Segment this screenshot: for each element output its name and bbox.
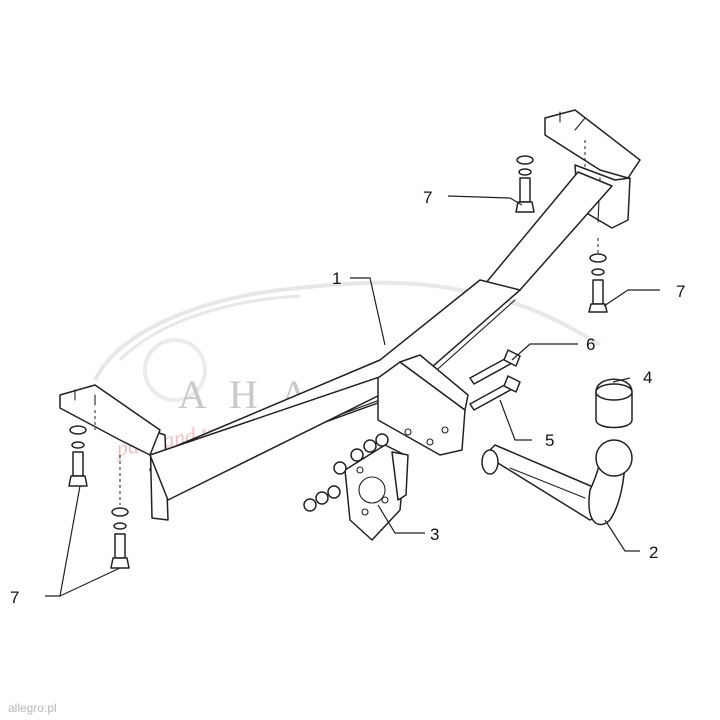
tow-bar-beam <box>59 109 641 521</box>
watermark-car-logo <box>93 280 602 402</box>
callout-5: 5 <box>545 431 554 450</box>
ball-hook <box>481 439 633 526</box>
bolt-set-left <box>68 425 130 569</box>
socket-plate <box>303 433 409 541</box>
callout-7-left: 7 <box>10 588 19 607</box>
watermark-source: allegro.pl <box>8 701 57 715</box>
bolt-set-right <box>588 238 608 313</box>
ball-cover <box>595 378 633 429</box>
callout-3-plate: 3 <box>430 525 439 544</box>
callout-7-top: 7 <box>423 188 432 207</box>
leader-lines <box>45 195 660 597</box>
callout-1-towbar: 1 <box>332 269 341 288</box>
callout-2-hook: 2 <box>649 543 658 562</box>
callout-6: 6 <box>586 335 595 354</box>
bolt-pair-5-6 <box>469 349 521 411</box>
callout-4-cover: 4 <box>643 368 652 387</box>
callout-7-right: 7 <box>676 282 685 301</box>
